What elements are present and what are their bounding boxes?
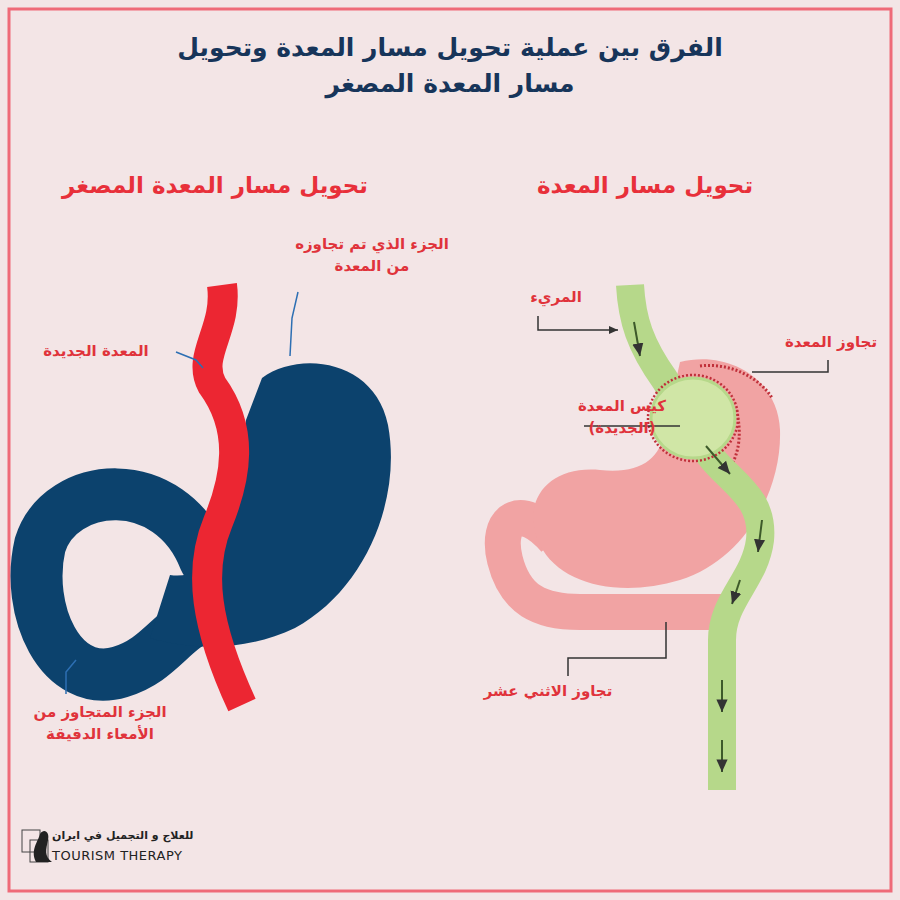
food-path: [630, 285, 760, 790]
section-heading: تحويل مسار المعدة: [495, 169, 795, 202]
leader-line: [752, 360, 828, 372]
bypassed-stomach: [150, 363, 391, 646]
watermark: TOURISM THERAPY: [52, 847, 202, 866]
title: الفرق بين عملية تحويل مسار المعدة وتحويل…: [170, 30, 730, 103]
flow-arrows: [634, 322, 762, 772]
part-label: الجزء المتجاوز من الأمعاء الدقيقة: [15, 702, 185, 746]
bypass-illustration: [503, 285, 828, 790]
leader-line: [176, 352, 203, 368]
leader-line: [290, 292, 298, 356]
leader-line: [538, 316, 618, 330]
page-frame: [9, 9, 891, 891]
section-heading: تحويل مسار المعدة المصغر: [35, 169, 395, 202]
leader-line: [568, 622, 666, 676]
leader-line: [66, 660, 76, 694]
logo: [22, 830, 52, 862]
part-label: كيس المعدة (الجديدة): [562, 396, 682, 440]
pouch-staples: [648, 375, 738, 461]
part-label: تجاوز الاثني عشر: [463, 681, 633, 703]
part-label: المعدة الجديدة: [21, 341, 171, 363]
new-pouch: [651, 378, 735, 458]
part-label: الجزء الذي تم تجاوزه من المعدة: [282, 234, 462, 278]
new-stomach-tube: [207, 285, 242, 705]
watermark: للعلاج و التجميل في ايران: [52, 828, 202, 844]
part-label: تجاوز المعدة: [776, 332, 886, 354]
part-label: المريء: [511, 287, 601, 309]
